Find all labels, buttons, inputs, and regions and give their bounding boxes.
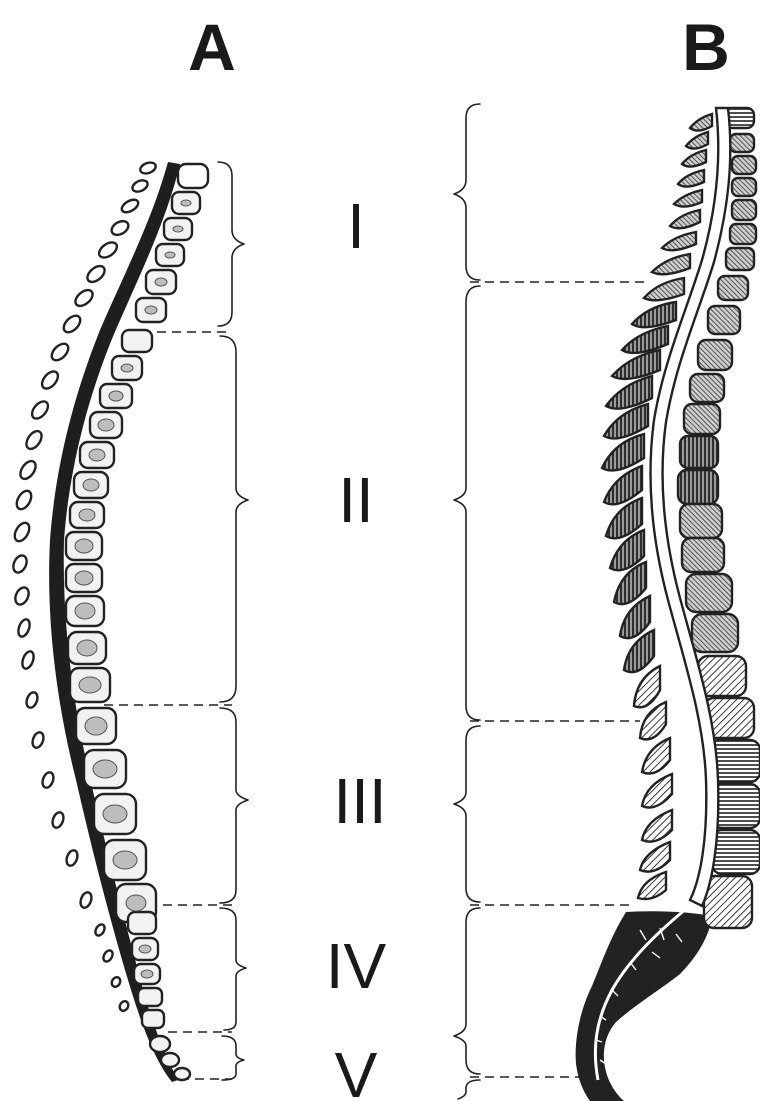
- panel-label-b: B: [682, 10, 730, 84]
- panel-label-a: A: [188, 10, 236, 84]
- region-label-iii: III: [333, 765, 386, 837]
- braces-b: [454, 104, 480, 1099]
- region-label-v: V: [335, 1039, 378, 1101]
- region-label-iv: IV: [326, 930, 387, 1002]
- dividers-a: [104, 332, 232, 1079]
- region-label-i: I: [347, 190, 365, 262]
- region-label-ii: II: [338, 464, 374, 536]
- spine-a: [11, 161, 248, 1082]
- spine-b: [454, 104, 760, 1101]
- braces-a: [218, 162, 248, 1080]
